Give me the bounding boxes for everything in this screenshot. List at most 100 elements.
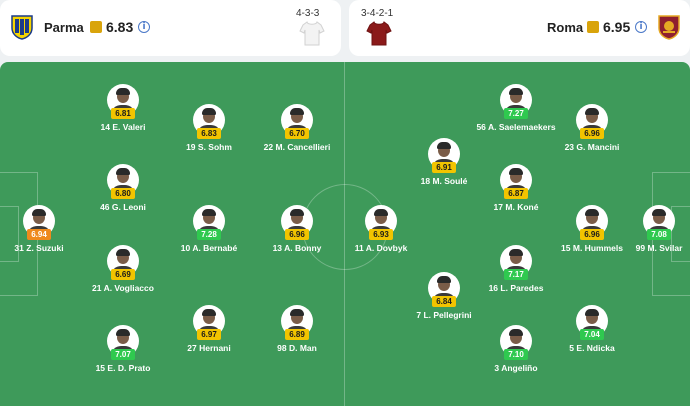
player-rating-badge: 7.07	[111, 349, 135, 360]
player-label: 27 Hernani	[154, 343, 264, 353]
away-team-header: 3-4-2-1 Roma 6.95 i	[349, 0, 690, 56]
home-rating-marker	[90, 21, 102, 33]
player-number: 22	[263, 142, 274, 152]
player-name: M. Koné	[505, 202, 539, 212]
player-name: A. Bonny	[284, 243, 322, 253]
player-label: 5 E. Ndicka	[537, 343, 647, 353]
away-rating-marker	[587, 21, 599, 33]
player-name: Angeliño	[501, 363, 538, 373]
player-name: D. Man	[288, 343, 317, 353]
away-info-icon[interactable]: i	[635, 21, 647, 33]
player-card[interactable]: 7.04 5 E. Ndicka	[537, 305, 647, 375]
player-name: E. D. Prato	[107, 363, 151, 373]
player-name: M. Svilar	[647, 243, 683, 253]
player-number: 17	[493, 202, 504, 212]
away-team-rating: 6.95	[603, 19, 631, 35]
player-card[interactable]: 7.17 16 L. Paredes	[461, 245, 571, 315]
away-formation: 3-4-2-1	[361, 8, 394, 19]
player-label: 13 A. Bonny	[242, 243, 352, 253]
player-number: 23	[564, 142, 575, 152]
player-name: G. Mancini	[576, 142, 620, 152]
player-name: Hernani	[199, 343, 231, 353]
home-formation: 4-3-3	[296, 8, 320, 19]
player-card[interactable]: 6.84 7 L. Pellegrini	[389, 272, 499, 342]
player-rating-badge: 6.83	[197, 128, 221, 139]
player-card[interactable]: 6.80 46 G. Leoni	[68, 164, 178, 234]
player-rating-badge: 7.04	[580, 329, 604, 340]
home-goal-area	[0, 206, 19, 262]
player-rating-badge: 6.93	[369, 229, 393, 240]
player-card[interactable]: 7.28 10 A. Bernabé	[154, 205, 264, 275]
player-rating-badge: 6.70	[285, 128, 309, 139]
player-number: 99	[635, 243, 646, 253]
player-number: 27	[187, 343, 197, 353]
player-name: Z. Suzuki	[26, 243, 64, 253]
away-goal-area	[671, 206, 690, 262]
player-rating-badge: 6.96	[285, 229, 309, 240]
player-name: E. Valeri	[112, 122, 146, 132]
player-label: 3 Angeliño	[461, 363, 571, 373]
roma-crest-icon	[658, 15, 680, 40]
player-label: 18 M. Soulé	[389, 176, 499, 186]
player-label: 15 M. Hummels	[537, 243, 647, 253]
player-card[interactable]: 6.89 98 D. Man	[242, 305, 352, 375]
player-number: 31	[14, 243, 24, 253]
home-shirt-icon	[299, 21, 325, 46]
player-rating-badge: 6.80	[111, 188, 135, 199]
player-rating-badge: 6.69	[111, 269, 135, 280]
player-number: 16	[488, 283, 499, 293]
player-number: 13	[272, 243, 283, 253]
away-shirt-icon	[366, 21, 392, 46]
player-number: 56	[476, 122, 486, 132]
player-rating-badge: 7.28	[197, 229, 221, 240]
player-label: 7 L. Pellegrini	[389, 310, 499, 320]
home-team-name[interactable]: Parma	[44, 20, 84, 35]
player-card[interactable]: 6.69 21 A. Vogliacco	[68, 245, 178, 315]
player-rating-badge: 6.96	[580, 128, 604, 139]
player-name: G. Leoni	[111, 202, 146, 212]
player-rating-badge: 6.94	[27, 229, 51, 240]
player-number: 14	[100, 122, 110, 132]
away-team-name[interactable]: Roma	[547, 20, 584, 35]
player-label: 21 A. Vogliacco	[68, 283, 178, 293]
player-label: 22 M. Cancellieri	[242, 142, 352, 152]
player-number: 18	[420, 176, 431, 186]
player-name: L. Pellegrini	[423, 310, 472, 320]
player-rating-badge: 7.17	[504, 269, 528, 280]
player-rating-badge: 7.27	[504, 108, 528, 119]
player-card[interactable]: 6.70 22 M. Cancellieri	[242, 104, 352, 174]
player-label: 19 S. Sohm	[154, 142, 264, 152]
player-name: L. Paredes	[500, 283, 544, 293]
player-card[interactable]: 6.96 23 G. Mancini	[537, 104, 647, 174]
player-name: M. Hummels	[572, 243, 623, 253]
player-card[interactable]: 6.93 11 A. Dovbyk	[326, 205, 436, 275]
player-label: 17 M. Koné	[461, 202, 571, 212]
player-card[interactable]: 6.91 18 M. Soulé	[389, 138, 499, 208]
player-label: 11 A. Dovbyk	[326, 243, 436, 253]
player-rating-badge: 7.08	[647, 229, 671, 240]
home-info-icon[interactable]: i	[138, 21, 150, 33]
player-number: 11	[354, 243, 364, 253]
player-rating-badge: 6.91	[432, 162, 456, 173]
player-rating-badge: 6.84	[432, 296, 456, 307]
player-label: 98 D. Man	[242, 343, 352, 353]
player-rating-badge: 6.89	[285, 329, 309, 340]
player-number: 19	[186, 142, 196, 152]
player-label: 10 A. Bernabé	[154, 243, 264, 253]
parma-crest-icon	[11, 15, 33, 40]
player-card[interactable]: 6.83 19 S. Sohm	[154, 104, 264, 174]
player-label: 46 G. Leoni	[68, 202, 178, 212]
player-label: 16 L. Paredes	[461, 283, 571, 293]
player-label: 31 Z. Suzuki	[0, 243, 94, 253]
